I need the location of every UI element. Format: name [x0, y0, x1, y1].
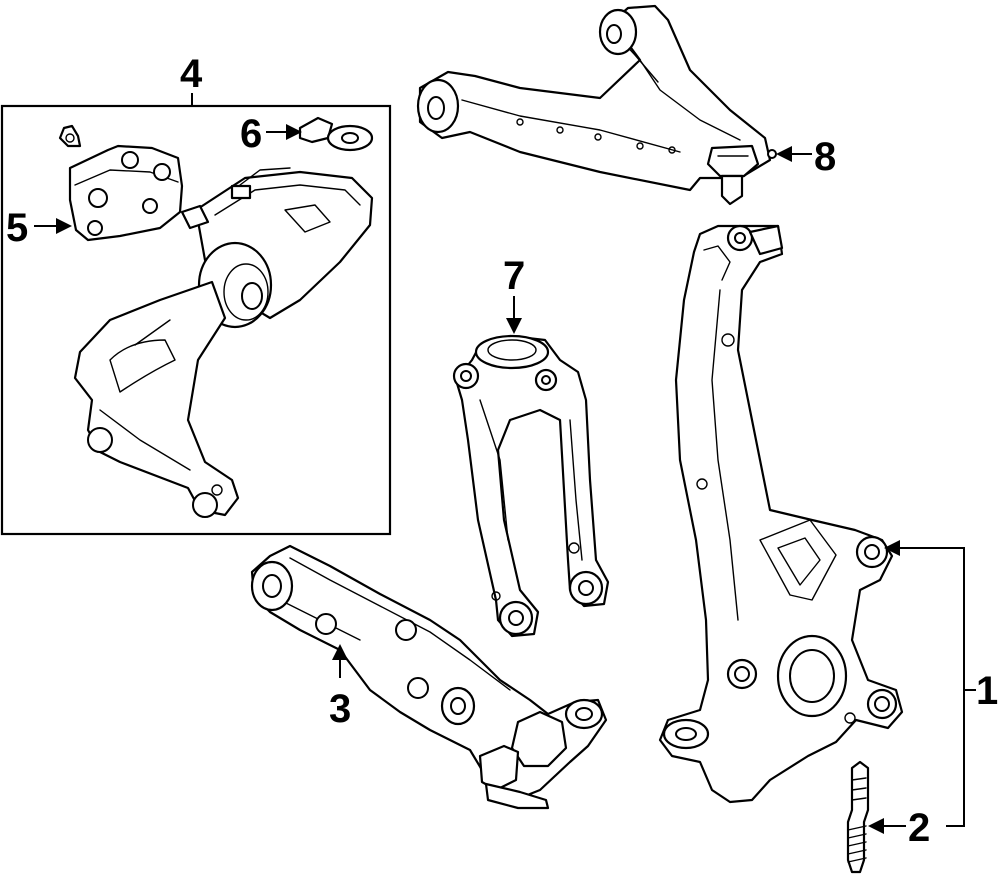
callout-4: 4 — [180, 52, 203, 96]
leader-2 — [868, 818, 906, 834]
callout-8: 8 — [814, 135, 836, 179]
callout-5: 5 — [6, 206, 28, 250]
stud-part-2 — [846, 760, 870, 874]
leader-5 — [34, 218, 72, 234]
lower-control-arm-assembly — [73, 167, 374, 518]
callout-3: 3 — [329, 687, 351, 731]
callout-7: 7 — [503, 254, 525, 298]
leader-7 — [506, 296, 522, 334]
callout-1: 1 — [976, 669, 998, 713]
clip-part-6 — [298, 116, 374, 152]
upper-control-arm-part-8 — [416, 4, 777, 206]
inset-frame-4 — [0, 104, 392, 536]
clip-small — [58, 124, 82, 148]
leader-3 — [332, 644, 348, 678]
steering-knuckle-part-1 — [658, 224, 904, 804]
leader-1 — [884, 540, 976, 827]
bracket-part-5 — [68, 144, 184, 242]
leader-6 — [266, 124, 302, 140]
fork-link-part-7 — [452, 334, 610, 638]
leader-8 — [776, 146, 812, 162]
callout-2: 2 — [908, 806, 930, 850]
callout-6: 6 — [240, 112, 262, 156]
lower-arm-part-3 — [250, 544, 608, 810]
